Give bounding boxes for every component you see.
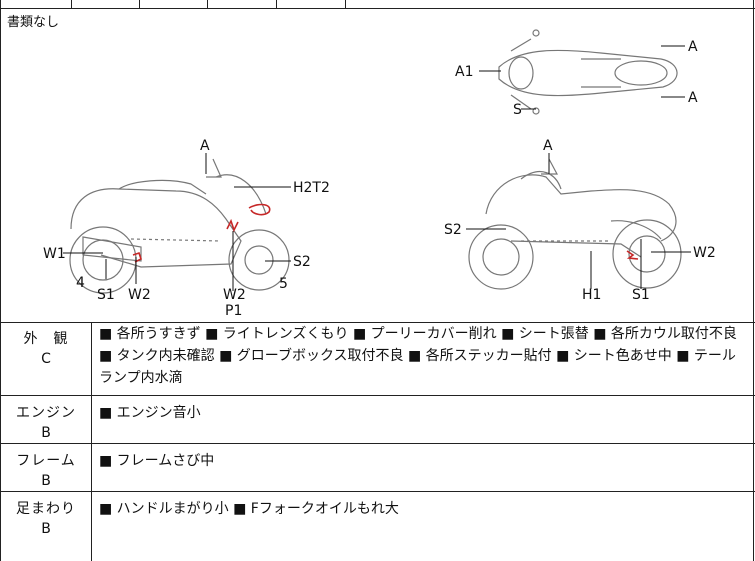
label-a-right: A [543,138,553,154]
label-p1: P1 [225,303,242,319]
label-a1: A1 [455,64,473,80]
label-s2-left: S2 [293,254,311,270]
label-s-top: S [513,102,522,118]
row-grade: C [41,351,51,367]
row-suspension: 足まわり B ■ ハンドルまがり小 ■ Fフォークオイルもれ大 [1,492,755,561]
row-findings: ■ フレームさび中 [99,453,215,469]
row-grade: B [41,425,51,441]
damage-mark-w2-right [626,250,639,260]
header-strip [1,0,755,9]
label-s1-right: S1 [632,287,650,303]
label-4: 4 [76,275,85,291]
row-exterior: 外 観 C ■ 各所うすきず ■ ライトレンズくもり ■ プーリーカバー削れ ■… [1,322,755,396]
scooter-diagram: A1 S A A A H2T2 W1 4 S1 W2 W2 P1 S2 5 A … [43,29,716,319]
damage-mark-p1 [226,218,239,233]
row-title: フレーム [16,453,76,469]
label-w2-right: W2 [693,245,716,261]
leader-lines [63,45,691,291]
row-findings: ■ エンジン音小 [99,405,201,421]
label-h2t2: H2T2 [293,180,330,196]
row-grade: B [41,473,51,489]
damage-mark-w2-left [132,251,142,263]
label-a-left: A [200,138,210,154]
row-engine: エンジン B ■ エンジン音小 [1,396,755,444]
damage-mark-h2t2 [248,203,271,216]
damage-marks [132,203,639,263]
row-title: 足まわり [16,501,76,517]
label-5: 5 [279,276,288,292]
label-w2-center: W2 [223,287,246,303]
row-frame: フレーム B ■ フレームさび中 [1,444,755,492]
label-w1: W1 [43,246,66,262]
row-title: 外 観 [23,331,69,347]
label-a-top-1: A [688,39,698,55]
right-side-scooter-icon [468,158,682,290]
label-a-top-2: A [688,90,698,106]
label-h1: H1 [582,287,601,303]
row-grade: B [41,521,51,537]
left-side-scooter-icon [69,158,290,294]
damage-diagram-panel: 書類なし [1,9,755,323]
label-s1-left: S1 [97,287,115,303]
top-view-scooter-icon [498,29,678,115]
row-header: 外 観 C [1,322,92,395]
row-findings: ■ ハンドルまがり小 ■ Fフォークオイルもれ大 [99,501,399,517]
row-header: フレーム B [1,444,92,491]
row-header: エンジン B [1,396,92,443]
label-s2-right: S2 [444,222,462,238]
row-findings: ■ 各所うすきず ■ ライトレンズくもり ■ プーリーカバー削れ ■ シート張替… [99,326,737,386]
label-w2-left: W2 [128,287,151,303]
row-header: 足まわり B [1,492,92,561]
row-title: エンジン [16,405,76,421]
no-documents-note: 書類なし [7,15,60,30]
